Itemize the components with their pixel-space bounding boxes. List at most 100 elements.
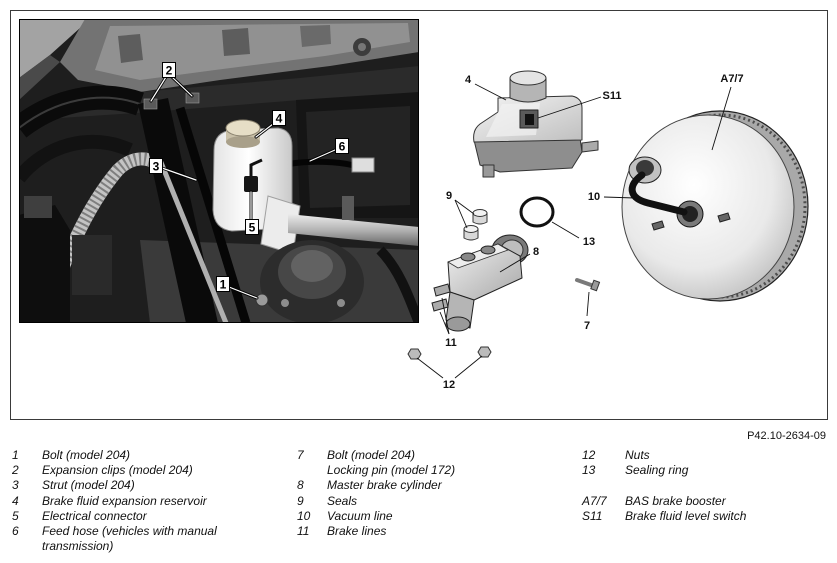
legend-line: Vacuum line <box>327 508 393 523</box>
brake-lines-drawing <box>431 283 451 312</box>
photo-callout-label: 4 <box>276 112 283 126</box>
legend-line: Seals <box>327 493 358 508</box>
legend-entry: 12 Nuts <box>582 448 822 463</box>
master-cylinder-drawing <box>445 234 529 332</box>
legend-key: 6 <box>12 524 19 539</box>
legend-text: Expansion clips (model 204) <box>42 463 282 478</box>
legend-entry: 9 Seals <box>297 494 567 509</box>
legend-entry: 7 Bolt (model 204) Locking pin (model 17… <box>297 448 567 478</box>
legend-entry: 4 Brake fluid expansion reservoir <box>12 494 282 509</box>
legend-entry: A7/7 BAS brake booster <box>582 494 822 509</box>
photo-callout: 6 <box>335 138 349 154</box>
legend-key: 5 <box>12 508 19 523</box>
legend-line: Sealing ring <box>625 463 689 478</box>
legend-key: 4 <box>12 493 19 508</box>
photo-callout-label: 2 <box>166 64 173 78</box>
photo-callout: 1 <box>216 276 230 292</box>
legend-line: Bolt (model 204) <box>42 448 131 462</box>
photo-callout-label: 6 <box>339 140 346 154</box>
legend-key: S11 <box>582 508 603 523</box>
legend-entry: S11 Brake fluid level switch <box>582 509 822 524</box>
drawing-callout-label: 12 <box>443 379 455 391</box>
legend-text: Nuts <box>625 448 822 463</box>
legend-key: 3 <box>12 478 19 493</box>
level-switch-socket <box>519 109 539 129</box>
reservoir-drawing <box>473 70 599 178</box>
photo-callout-label: 5 <box>249 221 256 235</box>
legend-key: 1 <box>12 448 19 462</box>
legend-text: Feed hose (vehicles with manual transmis… <box>42 524 282 554</box>
drawing-callout-label: 11 <box>445 337 457 349</box>
legend-entry: 1 Bolt (model 204) <box>12 448 282 463</box>
legend-line: Brake fluid expansion reservoir <box>42 493 207 508</box>
legend-text: Electrical connector <box>42 509 282 524</box>
photo-leader-lines <box>149 75 337 300</box>
drawing-callout-label: 8 <box>533 246 539 258</box>
legend-key: 10 <box>297 508 311 523</box>
legend-text: Brake fluid expansion reservoir <box>42 494 282 509</box>
legend-line: Feed hose (vehicles with manual <box>42 524 217 539</box>
legend-entry: 11 Brake lines <box>297 524 567 539</box>
legend-entry: 3 Strut (model 204) <box>12 478 282 493</box>
legend-column: 7 Bolt (model 204) Locking pin (model 17… <box>297 448 567 539</box>
photo-callout: 3 <box>149 158 163 174</box>
legend-line: Master brake cylinder <box>327 478 442 493</box>
legend-key: 2 <box>12 463 19 478</box>
legend-key: A7/7 <box>582 493 607 508</box>
legend-line: Electrical connector <box>42 508 147 523</box>
legend-text: Bolt (model 204) <box>42 448 282 463</box>
legend-column: 1 Bolt (model 204) 2 Expansion clips (mo… <box>12 448 282 554</box>
legend-line: Strut (model 204) <box>42 478 135 493</box>
drawing-callout-label: 9 <box>446 190 452 202</box>
photo-callout: 2 <box>162 62 176 78</box>
legend-line: Locking pin (model 172) <box>327 463 456 478</box>
figure-reference-code: P42.10-2634-09 <box>747 430 826 442</box>
legend-text: Vacuum line <box>327 509 567 524</box>
legend-entry: 10 Vacuum line <box>297 509 567 524</box>
legend-text: Master brake cylinder <box>327 478 567 493</box>
legend-column: 12 Nuts 13 Sealing ring A7/7 BAS brake b… <box>582 448 822 524</box>
photo-callout-label: 3 <box>153 160 160 174</box>
legend-key: 7 <box>297 448 304 462</box>
brake-booster-drawing <box>621 110 809 302</box>
legend-key: 11 <box>297 524 310 539</box>
drawing-callout-label: 13 <box>583 236 595 248</box>
legend-text: Seals <box>327 494 567 509</box>
legend-line: Brake lines <box>327 524 387 539</box>
legend-key: 12 <box>582 448 596 462</box>
legend-line: Expansion clips (model 204) <box>42 463 193 478</box>
legend-text: Sealing ring <box>625 463 822 478</box>
drawing-callout-label: 10 <box>588 191 600 203</box>
legend-line: Bolt (model 204) <box>327 448 416 462</box>
photo-callout-label: 1 <box>220 278 227 292</box>
legend-key: 13 <box>582 463 596 478</box>
legend-line: Nuts <box>625 448 650 462</box>
legend-text: Bolt (model 204) Locking pin (model 172) <box>327 448 567 478</box>
legend-key: 9 <box>297 493 304 508</box>
legend-line: Brake fluid level switch <box>625 508 747 523</box>
legend-text: Brake fluid level switch <box>625 509 822 524</box>
drawing-callout-label: S11 <box>603 90 622 102</box>
legend-entry: 8 Master brake cylinder <box>297 478 567 493</box>
drawing-callout-label: 7 <box>584 320 590 332</box>
legend-text: Strut (model 204) <box>42 478 282 493</box>
vacuum-line-drawing <box>628 171 688 216</box>
drawing-callout-label: 4 <box>465 74 472 86</box>
figure-illustration: 2 4 6 3 5 1 <box>10 10 828 420</box>
legend-text: BAS brake booster <box>625 494 822 509</box>
seals-drawing <box>463 209 488 241</box>
bolt-drawing <box>575 278 601 292</box>
drawing-leader-lines <box>416 83 732 379</box>
sealing-ring-drawing <box>519 196 555 228</box>
engine-bay-photo <box>19 19 419 323</box>
legend-line: transmission) <box>42 539 114 554</box>
legend-entry: 2 Expansion clips (model 204) <box>12 463 282 478</box>
legend-entry: 13 Sealing ring <box>582 463 822 478</box>
legend-key: 8 <box>297 478 304 493</box>
legend-entry: 5 Electrical connector <box>12 509 282 524</box>
legend-line: BAS brake booster <box>625 493 726 508</box>
photo-callout: 4 <box>272 110 286 126</box>
legend-entry: 6 Feed hose (vehicles with manual transm… <box>12 524 282 554</box>
photo-callout: 5 <box>245 219 259 235</box>
legend-text: Brake lines <box>327 524 567 539</box>
